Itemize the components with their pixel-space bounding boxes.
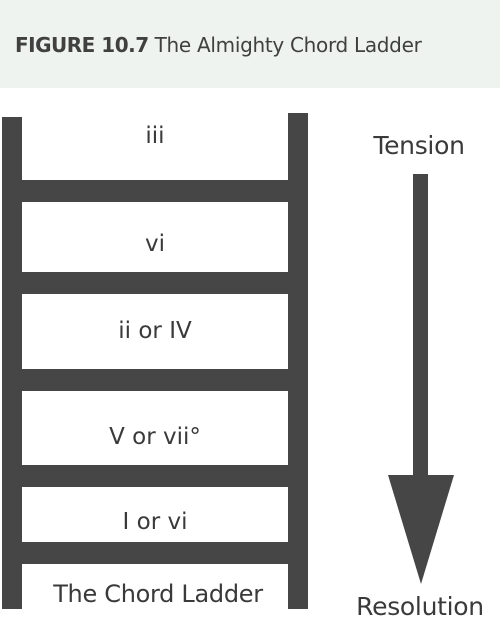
rung-label-i-or-vi: I or vi <box>122 509 188 535</box>
rung-label-v-or-vii: V or vii° <box>109 424 201 450</box>
arrow-head <box>388 475 454 584</box>
ladder-rung <box>22 272 288 294</box>
ladder-caption: The Chord Ladder <box>53 580 263 608</box>
tension-label: Tension <box>373 131 465 160</box>
ladder-rung <box>22 369 288 391</box>
arrow-shaft <box>413 174 428 476</box>
ladder-rung <box>22 542 288 564</box>
ladder-rung <box>22 465 288 487</box>
figure-number: FIGURE 10.7 <box>15 33 149 57</box>
resolution-label: Resolution <box>356 592 484 621</box>
ladder-rung <box>22 180 288 202</box>
rung-label-iii: iii <box>145 123 165 149</box>
rung-label-ii-or-iv: ii or IV <box>118 318 192 344</box>
ladder-right-rail <box>288 113 308 609</box>
rung-label-vi: vi <box>144 231 165 257</box>
ladder-left-rail <box>2 117 22 609</box>
figure-caption: The Almighty Chord Ladder <box>154 33 422 57</box>
